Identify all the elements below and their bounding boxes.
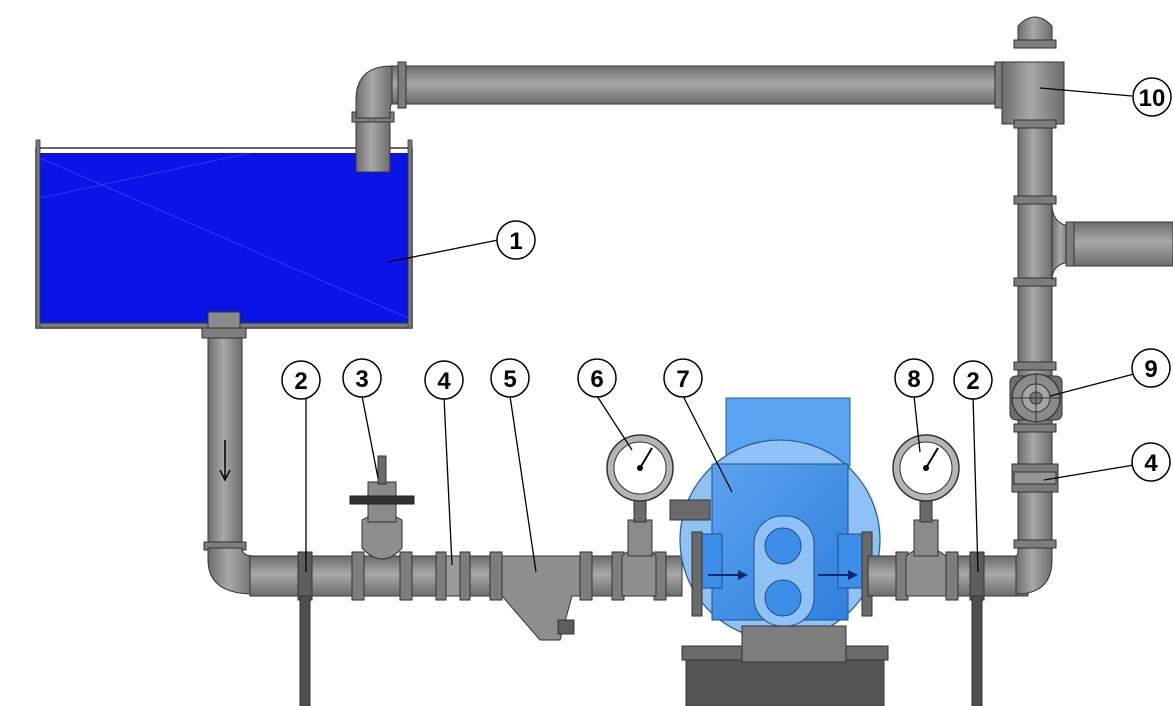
tank-outlet-pipe — [201, 311, 255, 595]
discharge-line — [867, 497, 1053, 706]
callout-6: 6 — [577, 358, 617, 398]
callout-5: 5 — [490, 358, 530, 398]
svg-text:8: 8 — [907, 366, 920, 393]
callout-4-riser-union: 4 — [1131, 442, 1171, 482]
svg-text:7: 7 — [676, 366, 689, 393]
suction-line — [249, 455, 683, 706]
right-riser-pipe — [1013, 127, 1173, 549]
callout-1: 1 — [496, 220, 536, 260]
valve-handwheel — [349, 495, 415, 505]
svg-text:1: 1 — [509, 228, 522, 255]
gate-valve — [1009, 373, 1063, 423]
svg-text:2: 2 — [966, 368, 979, 395]
svg-text:4: 4 — [437, 368, 451, 395]
svg-text:10: 10 — [1139, 85, 1166, 112]
svg-text:9: 9 — [1144, 356, 1157, 383]
svg-text:5: 5 — [503, 366, 516, 393]
pressure-gauge-suction — [606, 434, 674, 502]
return-pipe — [351, 16, 1065, 173]
pump — [669, 397, 889, 706]
tee-fitting — [1001, 61, 1065, 125]
callout-10: 10 — [1132, 77, 1172, 117]
callout-2-discharge-valve: 2 — [953, 360, 993, 400]
svg-text:3: 3 — [355, 366, 368, 393]
strainer — [501, 555, 581, 641]
svg-text:2: 2 — [294, 368, 307, 395]
callout-3: 3 — [342, 358, 382, 398]
svg-text:6: 6 — [590, 366, 603, 393]
water-tank — [35, 139, 413, 329]
callout-2-suction-valve: 2 — [281, 360, 321, 400]
svg-text:4: 4 — [1144, 450, 1158, 477]
callout-9: 9 — [1131, 348, 1171, 388]
leader-lines — [305, 87, 1135, 573]
callout-7: 7 — [663, 358, 703, 398]
pipe-union-right — [1011, 463, 1059, 493]
callout-4-suction-union: 4 — [424, 360, 464, 400]
callout-8: 8 — [894, 358, 934, 398]
pressure-gauge-discharge — [892, 434, 960, 502]
